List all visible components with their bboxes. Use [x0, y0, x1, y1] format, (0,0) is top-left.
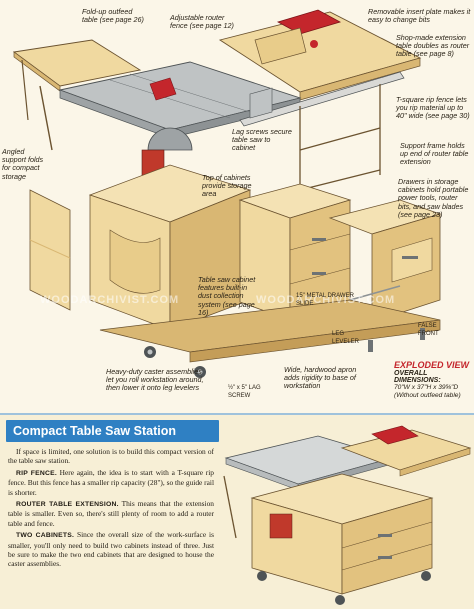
router-extension-heading: ROUTER TABLE EXTENSION. [16, 501, 119, 509]
rip-fence [239, 71, 405, 127]
open-drawer [328, 199, 442, 323]
base-apron [99, 299, 441, 363]
callout-adjustable-fence: Adjustable router fence (see page 12) [170, 13, 234, 31]
rip-fence-text: Here again, the idea is to start with a … [8, 467, 214, 497]
two-cabinets-heading: TWO CABINETS. [16, 532, 75, 540]
article-body: If space is limited, one solution is to … [8, 447, 214, 571]
article-intro: If space is limited, one solution is to … [8, 447, 214, 466]
exploded-illustration [12, 9, 442, 378]
compact-station-illustration [223, 425, 472, 605]
exploded-view-title: EXPLODED VIEW [394, 360, 470, 370]
angled-support [29, 189, 71, 311]
callout-tsquare: T-square rip fence lets you rip material… [396, 95, 470, 121]
callout-saw-cabinet: Table saw cabinet features built-in dust… [198, 275, 256, 317]
article-rip-section: RIP FENCE. Here again, the idea is to st… [8, 468, 214, 497]
callout-apron: Wide, hardwood apron adds rigidity to ba… [284, 365, 357, 391]
callout-drawer-slide: 15" METAL DRAWER SLIDE [296, 293, 354, 308]
callout-insert-plate: Removable insert plate makes it easy to … [368, 7, 471, 25]
callout-foldup: Fold-up outfeed table (see page 26) [82, 7, 144, 25]
outfeed-table [12, 39, 142, 151]
overall-dimensions-value: 70"W x 37"H x 39⅝"D [394, 384, 459, 391]
callout-drawers: Drawers in storage cabinets hold portabl… [398, 177, 469, 219]
callout-lag-screws: Lag screws secure table saw to cabinet [232, 127, 292, 153]
router-extension-text: This means that the extension table is s… [8, 499, 214, 528]
callout-leg-leveler: LEG LEVELER [332, 331, 360, 346]
callout-support-frame: Support frame holds up end of router tab… [400, 141, 469, 167]
article-router-section: ROUTER TABLE EXTENSION. This means that … [8, 499, 214, 528]
casters [144, 328, 425, 378]
callout-false-front: FALSE FRONT [418, 323, 439, 338]
watermark: WOODARCHIVIST.COM [256, 294, 396, 306]
overall-dimensions-note: (Without outfeed table) [394, 392, 461, 399]
two-cabinets-text: Since the overall size of the work-surfa… [8, 530, 214, 569]
drawer-cabinet-middle [238, 183, 352, 321]
rip-fence-heading: RIP FENCE. [16, 469, 57, 477]
callout-top-cabinets: Top of cabinets provide storage area [202, 173, 252, 199]
saw-cabinet [88, 164, 252, 331]
overall-dimensions-label: OVERALL DIMENSIONS: [394, 370, 441, 384]
article-cabinets-section: TWO CABINETS. Since the overall size of … [8, 530, 214, 569]
exploded-view-info: EXPLODED VIEW OVERALL DIMENSIONS: 70"W x… [394, 360, 474, 400]
watermark: WOODARCHIVIST.COM [40, 294, 180, 306]
support-frame [299, 84, 381, 191]
callout-angled-support: Angled support folds for compact storage [2, 147, 44, 181]
callout-lag-screw-size: ½" x 5" LAG SCREW [228, 385, 261, 400]
article-heading: Compact Table Saw Station [6, 420, 219, 442]
callout-extension-table: Shop-made extension table doubles as rou… [396, 33, 470, 59]
router-extension-table [218, 9, 422, 101]
callout-casters: Heavy-duty caster assemblies let you rol… [106, 367, 204, 393]
